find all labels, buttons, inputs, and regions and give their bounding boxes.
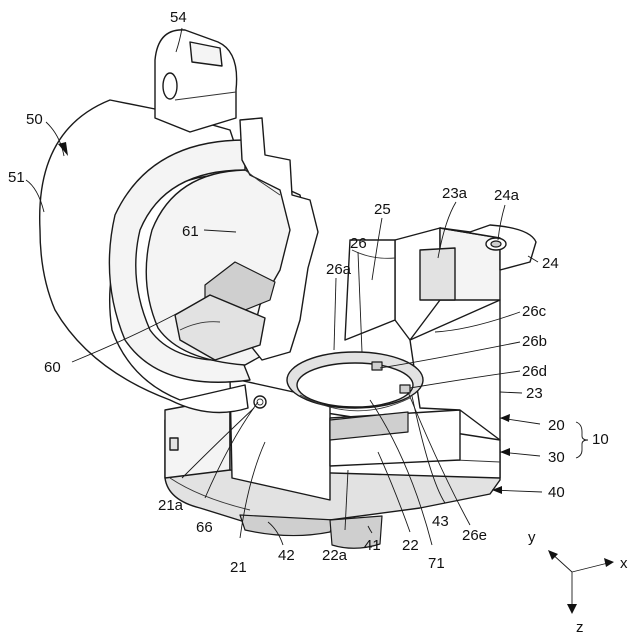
label-22: 22: [402, 537, 419, 554]
label-25: 25: [374, 201, 391, 218]
label-26c: 26c: [522, 303, 547, 320]
label-23: 23: [526, 385, 543, 402]
axis-z-label: z: [576, 619, 584, 636]
upright-23a: [345, 225, 536, 340]
label-41: 41: [364, 537, 381, 554]
label-10: 10: [592, 431, 609, 448]
label-21: 21: [230, 559, 247, 576]
cover-50: [40, 30, 318, 413]
label-26: 26: [350, 235, 367, 252]
z-axis-arrow-icon: [567, 604, 577, 614]
label-20: 20: [548, 417, 565, 434]
coordinate-axes: y x z: [528, 529, 628, 636]
label-71: 71: [428, 555, 445, 572]
label-26b: 26b: [522, 333, 547, 350]
label-40: 40: [548, 484, 565, 501]
label-54: 54: [170, 9, 187, 26]
label-24a: 24a: [494, 187, 520, 204]
label-43: 43: [432, 513, 449, 530]
label-26e: 26e: [462, 527, 487, 544]
x-axis-arrow-icon: [604, 558, 614, 567]
arrow-20-icon: [500, 414, 510, 422]
label-61: 61: [182, 223, 199, 240]
label-21a: 21a: [158, 497, 184, 514]
label-51: 51: [8, 169, 25, 186]
axis-x-label: x: [620, 555, 628, 572]
label-23a: 23a: [442, 185, 468, 202]
axis-y-label: y: [528, 529, 536, 546]
label-50: 50: [26, 111, 43, 128]
label-26d: 26d: [522, 363, 547, 380]
label-66: 66: [196, 519, 213, 536]
label-42: 42: [278, 547, 295, 564]
label-22a: 22a: [322, 547, 348, 564]
arrow-30-icon: [500, 448, 510, 456]
label-30: 30: [548, 449, 565, 466]
label-24: 24: [542, 255, 559, 272]
label-26a: 26a: [326, 261, 352, 278]
label-60: 60: [44, 359, 61, 376]
